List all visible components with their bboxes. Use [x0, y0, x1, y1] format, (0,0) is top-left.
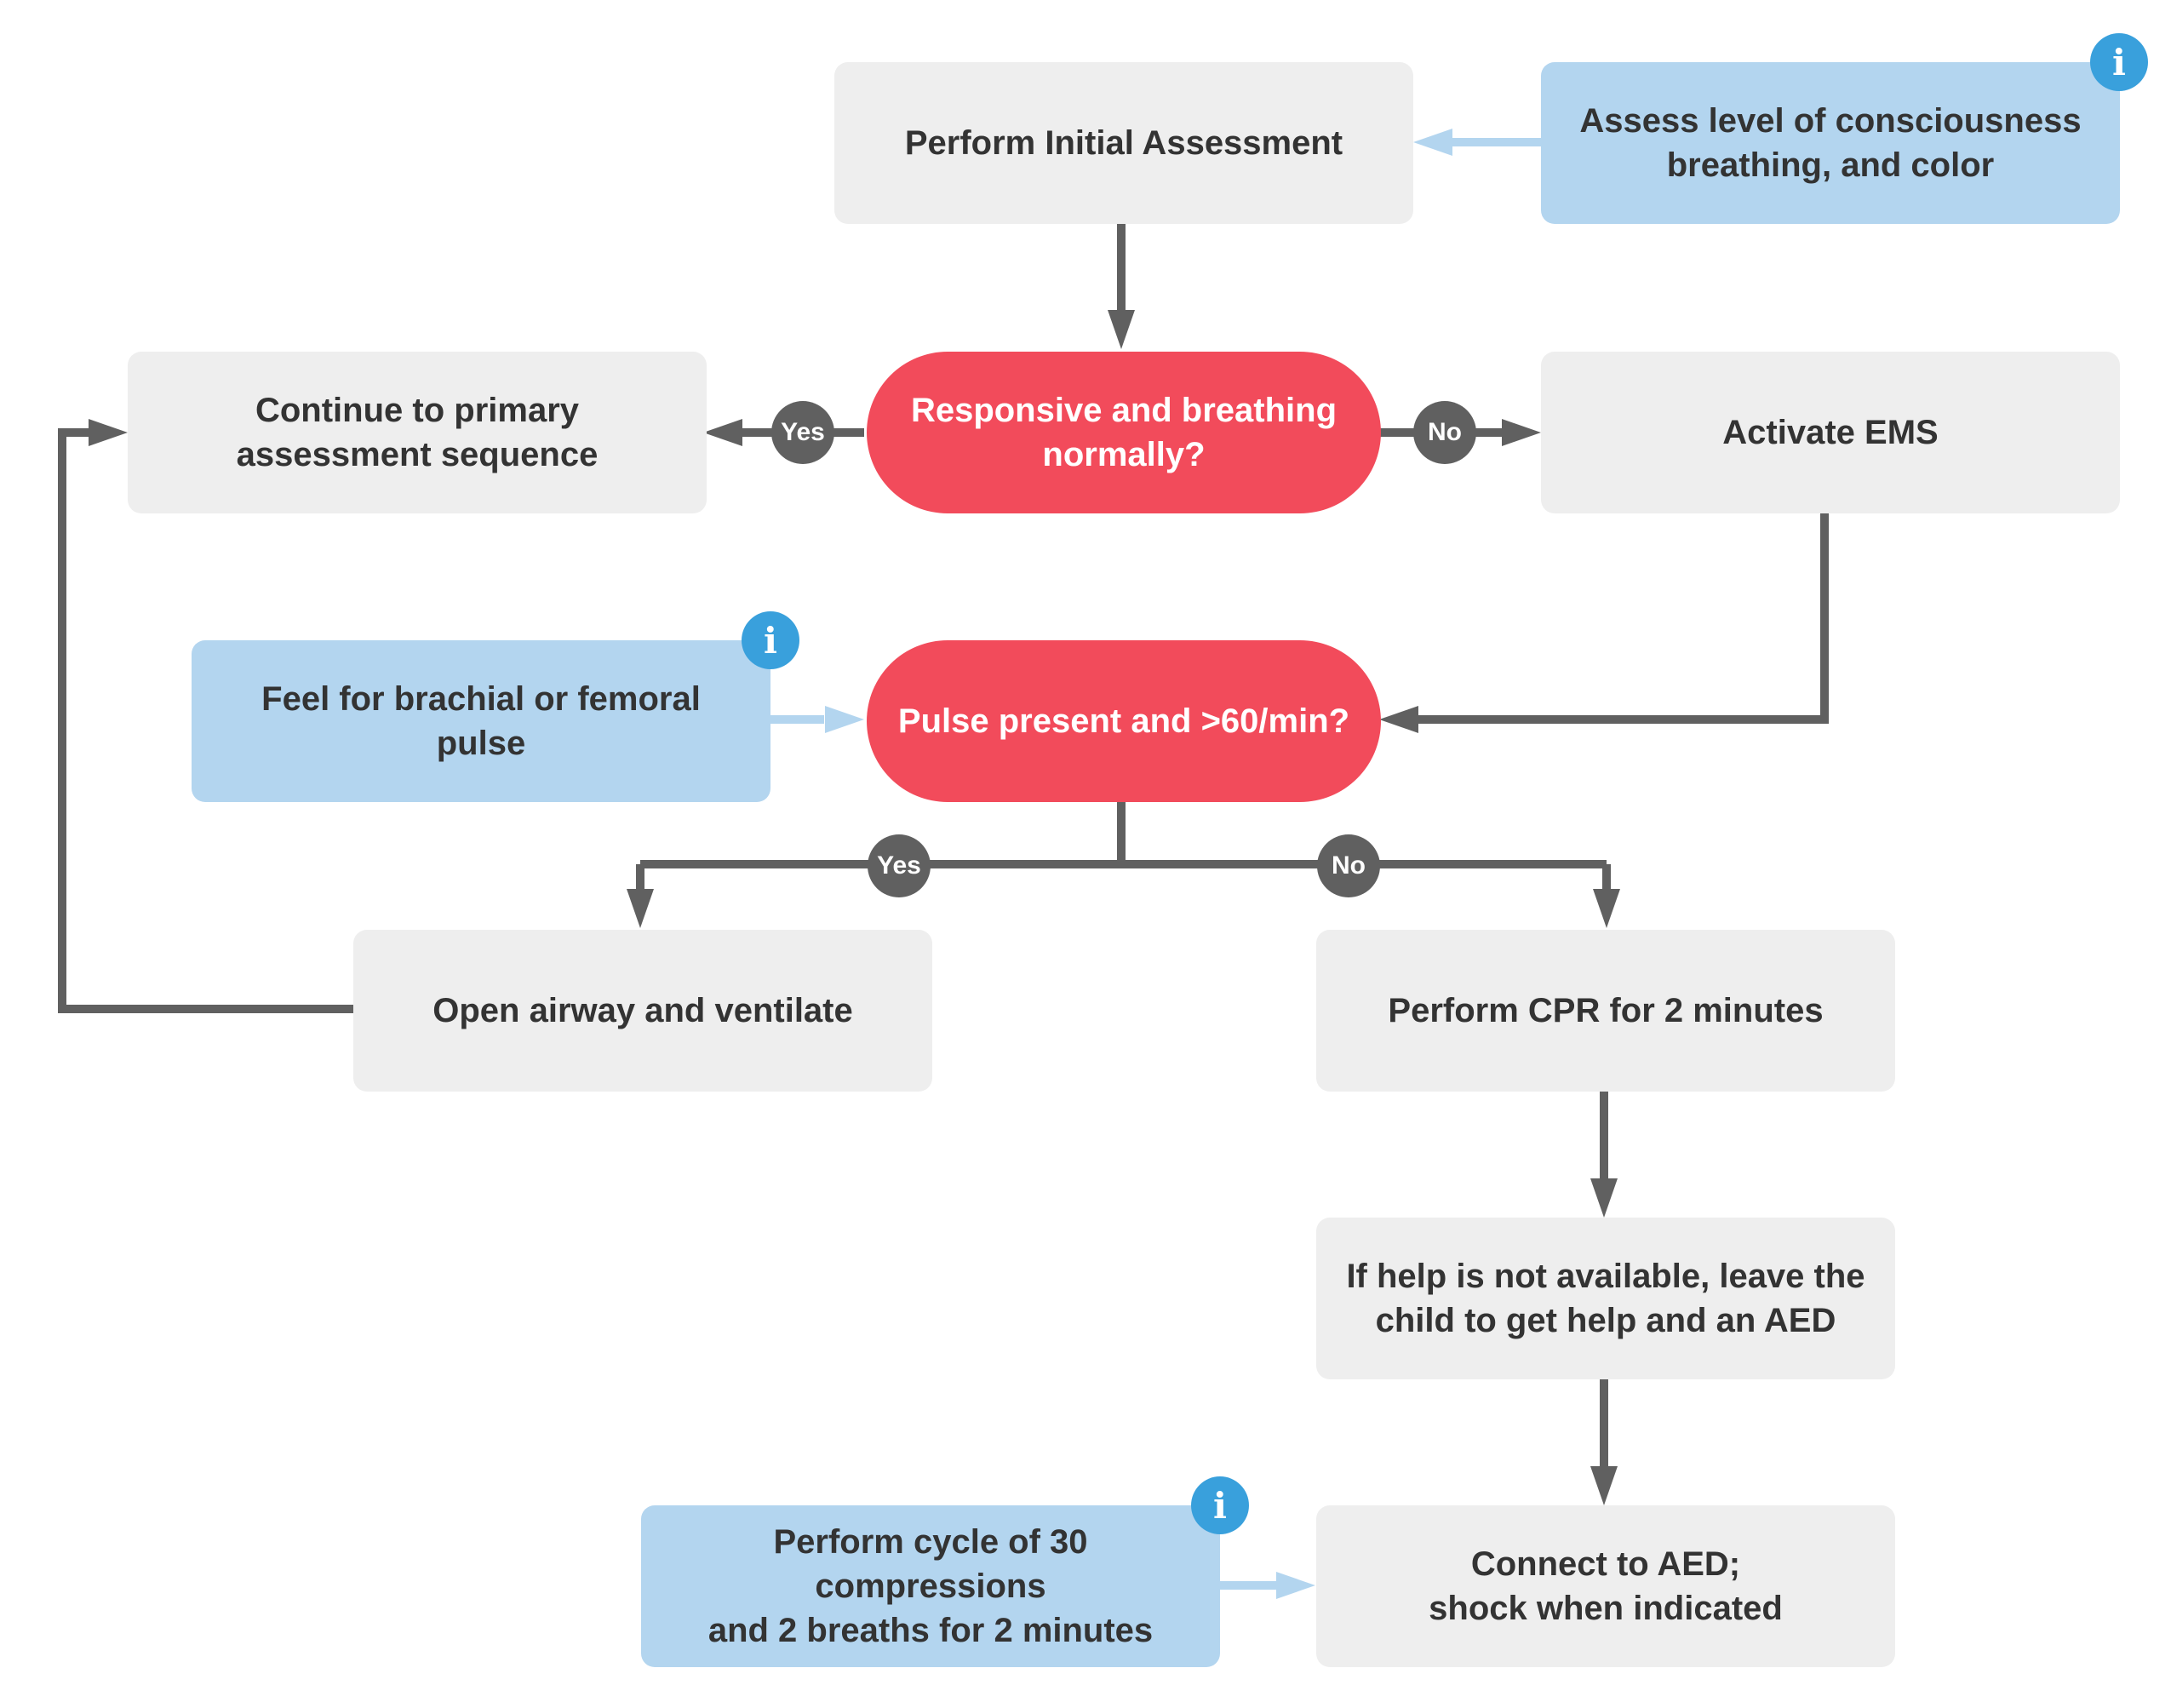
node-responsive-breathing: Responsive and breathing normally?	[867, 352, 1381, 513]
info-arrowhead-right	[825, 706, 864, 733]
node-pulse-present: Pulse present and >60/min?	[867, 640, 1381, 802]
node-cycle-compressions: Perform cycle of 30 compressions and 2 b…	[641, 1505, 1220, 1667]
arrowhead-down	[1590, 1178, 1618, 1218]
node-connect-aed: Connect to AED; shock when indicated	[1316, 1505, 1895, 1667]
node-open-airway: Open airway and ventilate	[353, 930, 932, 1092]
arrow-airway-loop	[58, 428, 353, 1013]
node-feel-pulse: Feel for brachial or femoral pulse	[192, 640, 770, 802]
node-leave-child: If help is not available, leave the chil…	[1316, 1218, 1895, 1379]
arrowhead-right	[89, 419, 128, 446]
arrowhead-down	[1590, 1466, 1618, 1505]
badge-no-pulse: No	[1317, 834, 1380, 897]
badge-yes-pulse: Yes	[868, 834, 931, 897]
info-arrowhead-left	[1413, 129, 1452, 156]
info-icon[interactable]: i	[1191, 1476, 1249, 1534]
node-activate-ems: Activate EMS	[1541, 352, 2120, 513]
node-assess-consciousness: Assess level of consciousness breathing,…	[1541, 62, 2120, 224]
node-continue-primary: Continue to primary assessment sequence	[128, 352, 707, 513]
arrowhead-down	[1593, 889, 1620, 928]
info-arrowhead-right	[1276, 1572, 1315, 1599]
node-perform-cpr: Perform CPR for 2 minutes	[1316, 930, 1895, 1092]
info-icon[interactable]: i	[742, 611, 799, 669]
arrowhead-right	[1502, 419, 1541, 446]
badge-no-responsive: No	[1413, 401, 1476, 464]
arrowhead-down	[627, 889, 654, 928]
arrowhead-left	[1379, 706, 1418, 733]
arrowhead-down	[1108, 310, 1135, 349]
badge-yes-responsive: Yes	[771, 401, 834, 464]
arrow-pulse-split	[640, 800, 1607, 868]
arrowhead-left	[703, 419, 742, 446]
node-initial-assessment: Perform Initial Assessment	[834, 62, 1413, 224]
info-icon[interactable]: i	[2090, 33, 2148, 91]
arrow-ems-to-pulse	[1418, 513, 1829, 724]
